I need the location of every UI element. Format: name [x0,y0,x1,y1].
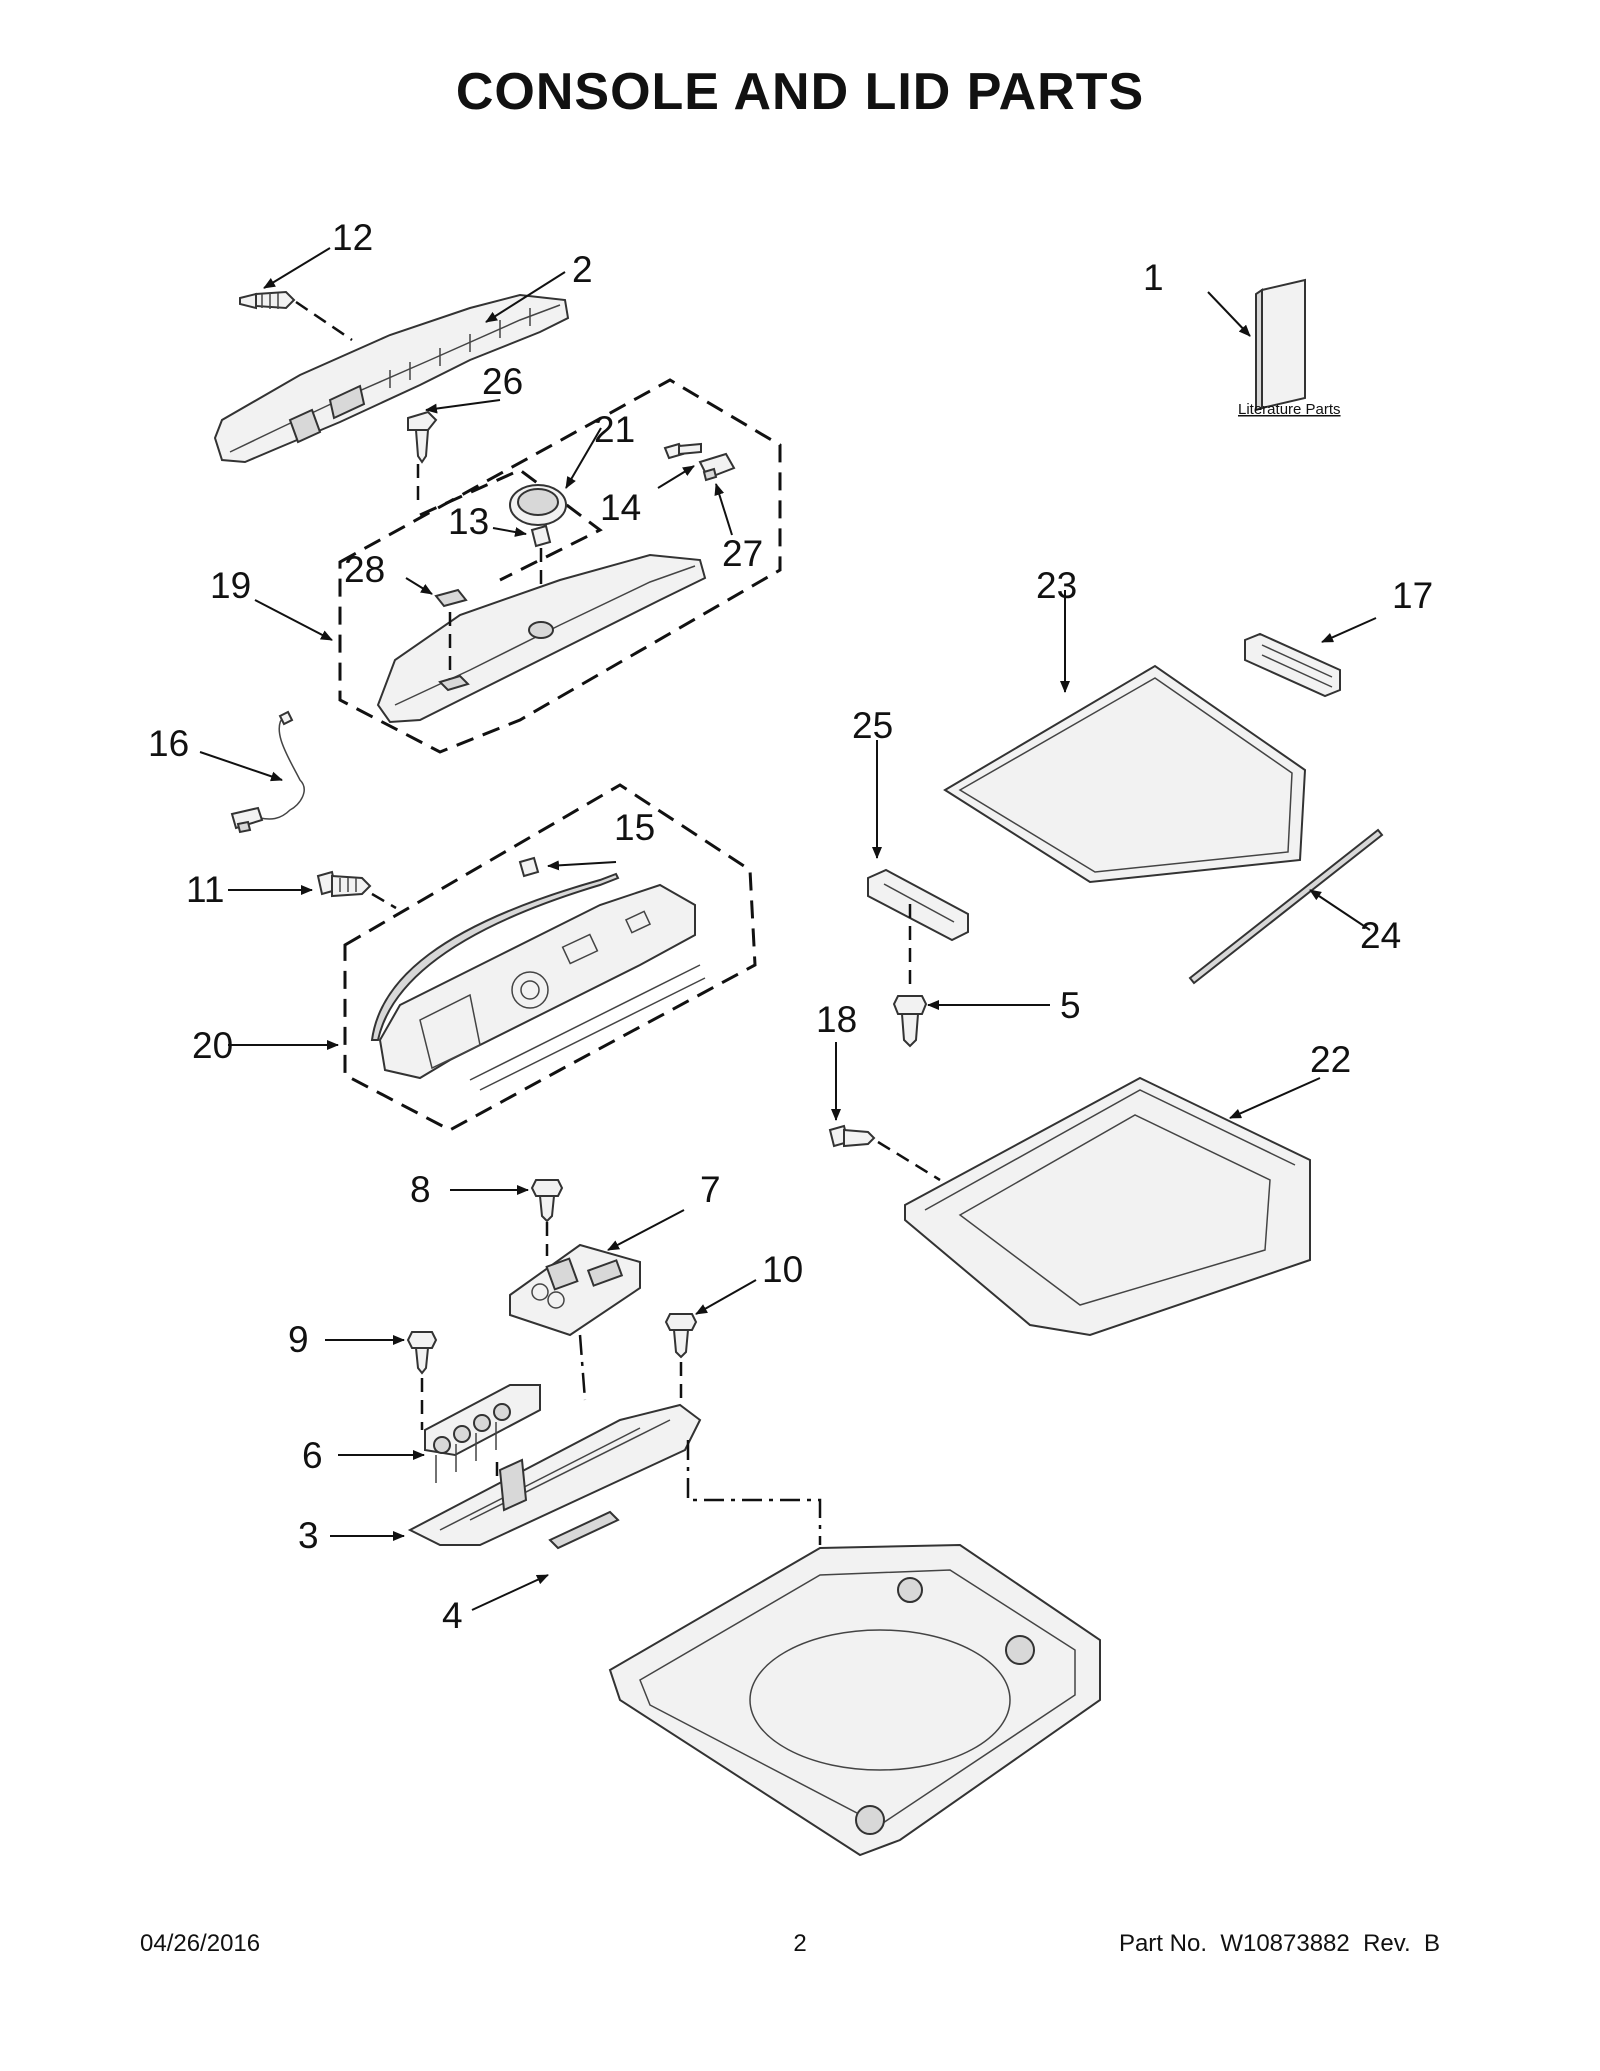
callout-20: 20 [192,1025,233,1066]
callout-17: 17 [1392,575,1433,616]
callout-12: 12 [332,217,373,258]
callout-labels: 1 2 12 26 21 13 14 27 28 19 23 17 25 16 … [148,217,1433,1636]
callout-2: 2 [572,249,593,290]
callout-19: 19 [210,565,251,606]
callout-26: 26 [482,361,523,402]
part-2-console-trim [213,293,570,464]
part-22-lid-frame [904,1076,1311,1337]
callout-27: 27 [722,533,763,574]
leader-7-dashdot [578,1334,587,1401]
part-28-label [434,588,468,608]
callout-8: 8 [410,1169,431,1210]
part-1-literature [1255,278,1306,412]
part-12-screw [239,290,296,310]
part-18-screw [828,1124,876,1148]
group-19-inner-boundary [419,468,603,582]
part-4-overlay [548,1510,620,1550]
part-27-bracket [698,452,736,482]
callout-23: 23 [1036,565,1077,606]
leader-18-dash [877,1140,941,1182]
callout-9: 9 [288,1319,309,1360]
callout-21: 21 [594,409,635,450]
literature-parts-label: Literature Parts [1238,401,1341,418]
part-10-screw [664,1313,698,1359]
callout-11: 11 [186,869,224,910]
callout-10: 10 [762,1249,803,1290]
footer-page-number: 2 [793,1930,807,1957]
callout-14: 14 [600,487,641,528]
footer-date: 04/26/2016 [140,1930,261,1957]
callout-6: 6 [302,1435,323,1476]
callout-13: 13 [448,501,489,542]
callout-4: 4 [442,1595,463,1636]
part-16-wire-harness [230,710,305,834]
part-17-hinge [1244,632,1341,698]
callout-18: 18 [816,999,857,1040]
part-7-control-board [509,1243,641,1337]
part-15-clip [518,856,540,878]
callout-25: 25 [852,705,893,746]
top-cover-base [608,1543,1101,1857]
callout-15: 15 [614,807,655,848]
part-3-console-bracket [407,1403,702,1546]
leader-arrows [199,247,1377,1611]
part-9-screw [406,1331,438,1375]
leader-11-dash [371,892,397,910]
part-20-control-panel [370,872,706,1091]
part-6-water-valve [424,1384,541,1483]
footer-part-number: Part No. W10873882 Rev. B [1118,1930,1440,1957]
part-13-clip [530,524,552,548]
part-23-lid [943,664,1307,884]
part-26-screw [407,410,438,464]
group-20-boundary [343,783,757,1132]
callout-28: 28 [344,549,385,590]
callout-22: 22 [1310,1039,1351,1080]
group-19-boundary [338,378,782,754]
leader-12-dash [295,300,353,342]
callout-24: 24 [1360,915,1401,956]
part-11-screw [316,870,372,898]
part-14-screw [663,442,702,460]
page-title: CONSOLE AND LID PARTS [455,63,1145,121]
callout-16: 16 [148,723,189,764]
callout-7: 7 [700,1169,721,1210]
part-21-knob [509,484,567,526]
connector-dashdot [686,1440,822,1545]
part-24-seal-strip [1188,828,1384,985]
callout-5: 5 [1060,985,1081,1026]
callout-1: 1 [1143,257,1164,298]
callout-3: 3 [298,1515,319,1556]
part-25-hinge [867,868,969,942]
part-5-screw [892,995,928,1048]
part-8-screw [530,1179,564,1223]
